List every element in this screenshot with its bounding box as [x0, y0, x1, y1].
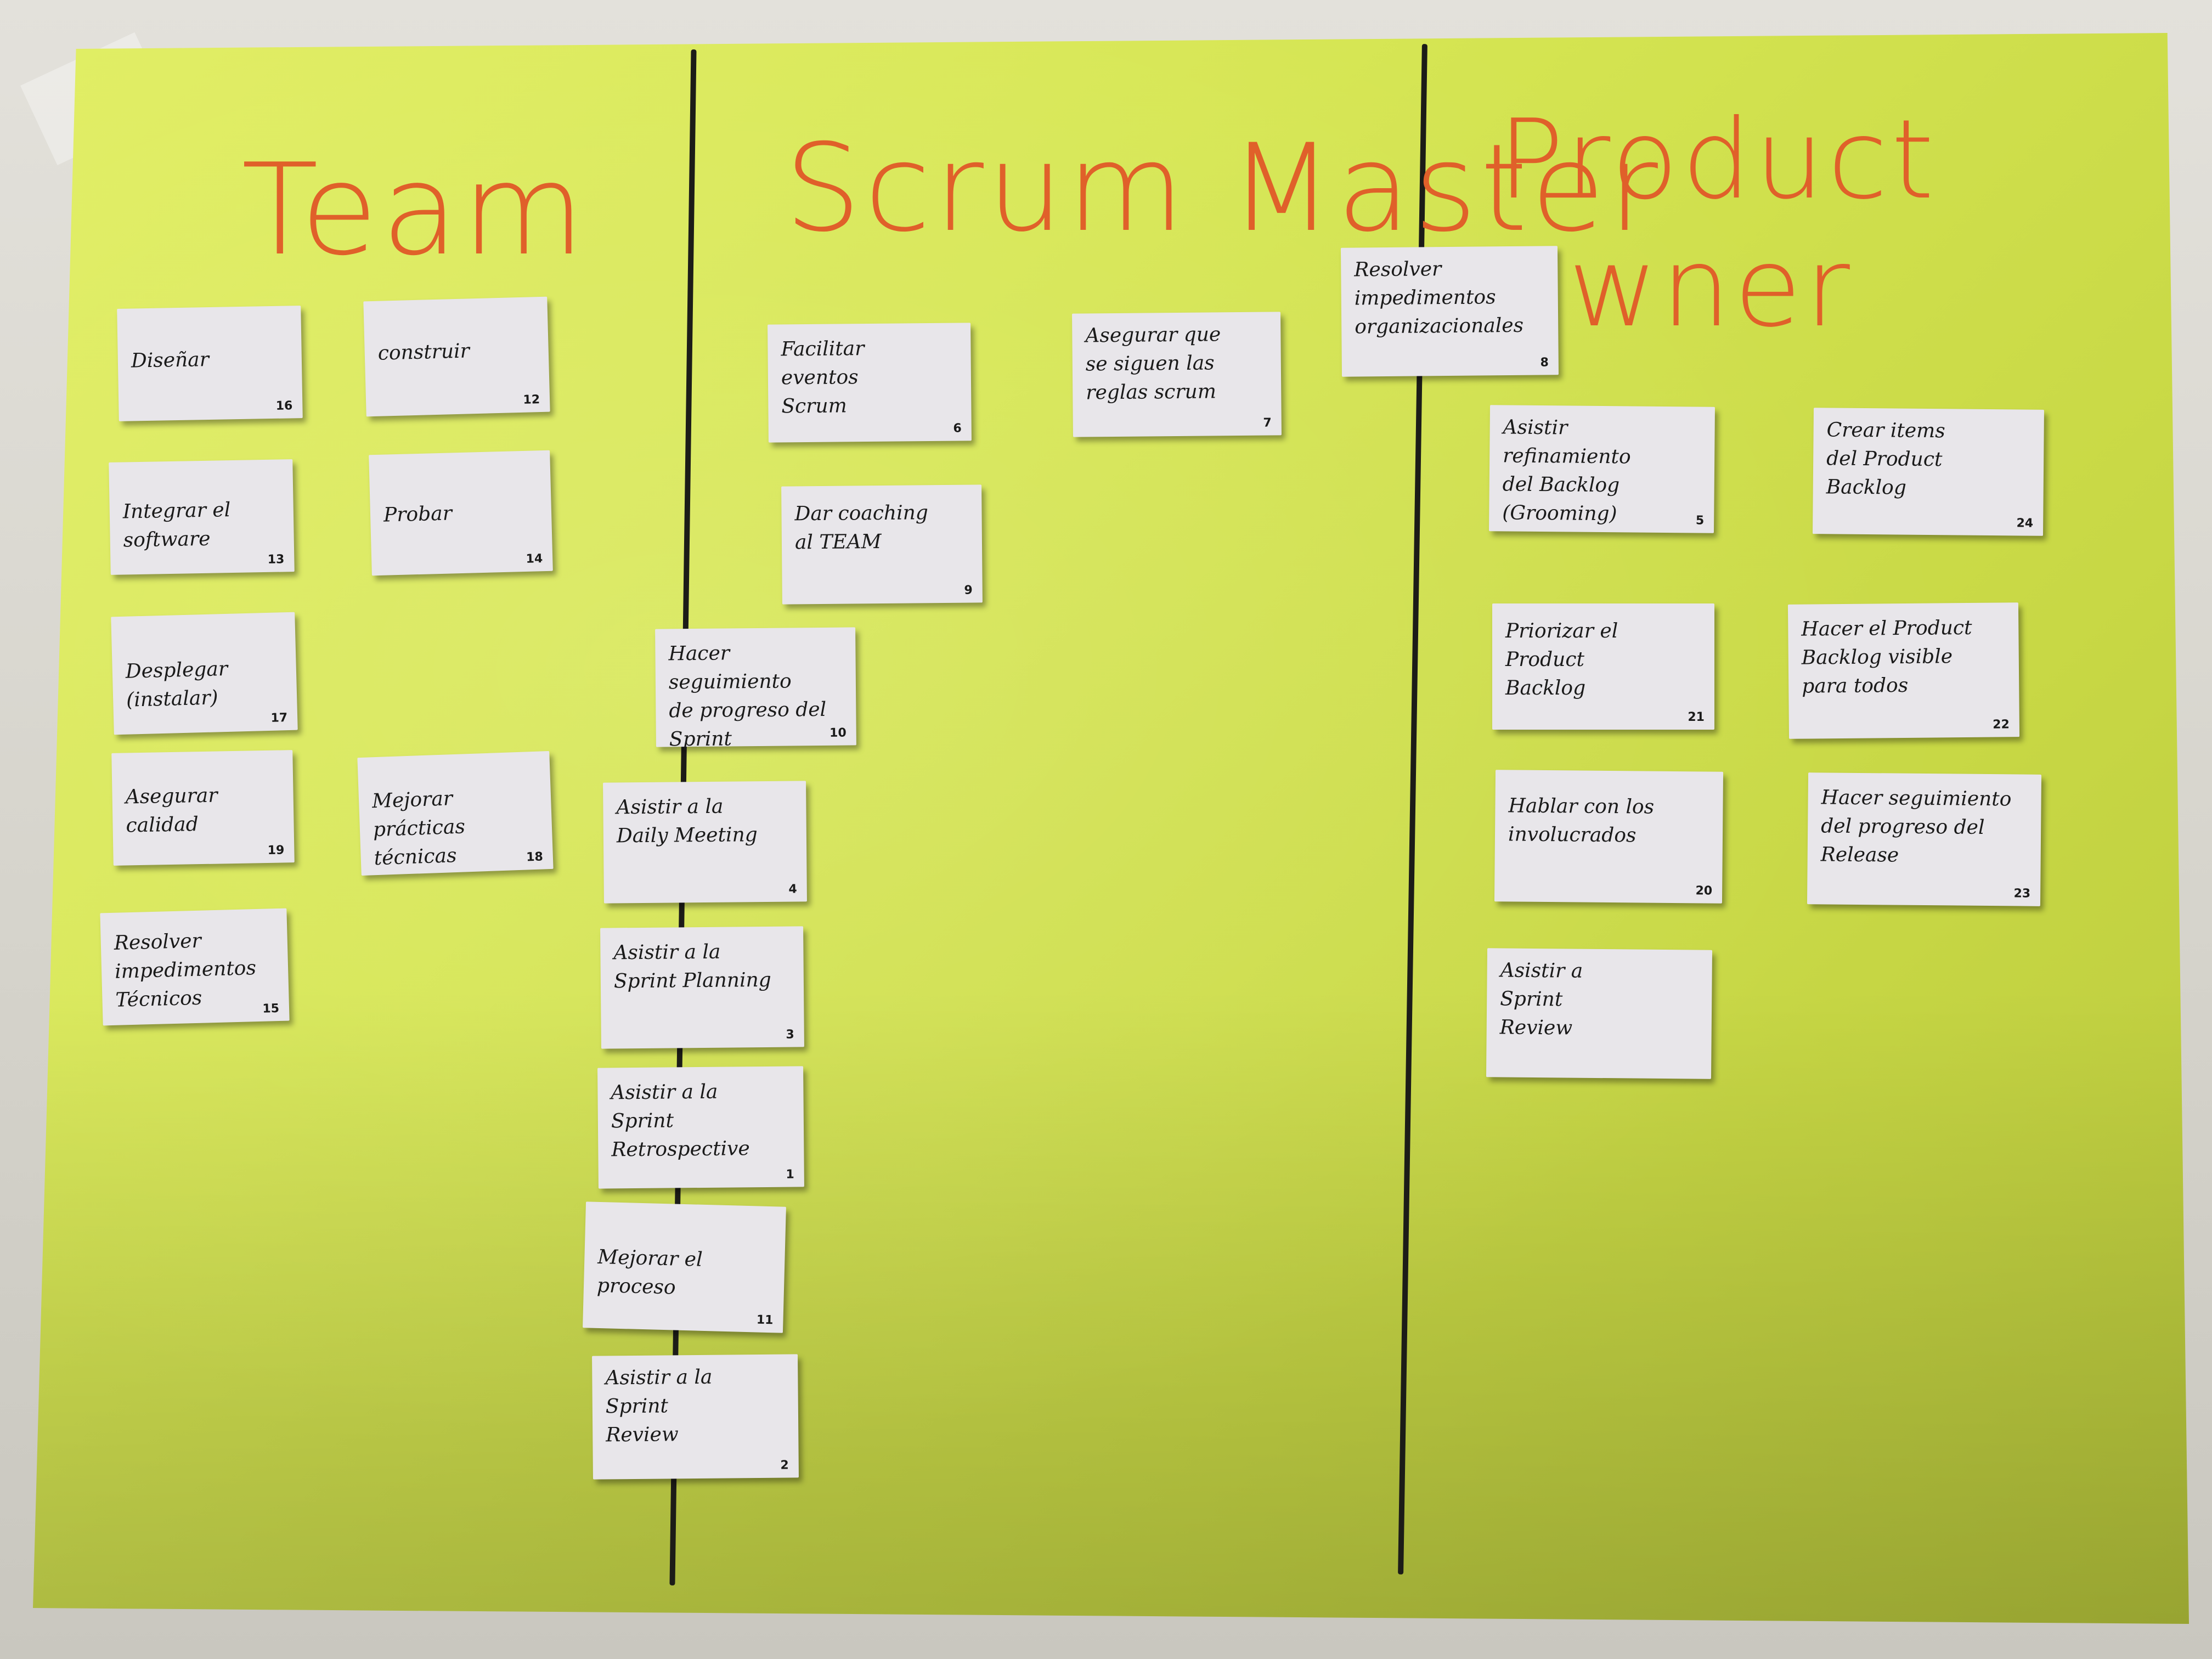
card-number: 14 [526, 552, 543, 566]
card-po-refinamiento-backlog: Asistir refinamiento del Backlog (Groomi… [1489, 405, 1715, 533]
card-team-probar: Probar 14 [369, 450, 553, 576]
card-text: Asistir a la Daily Meeting [616, 795, 758, 848]
card-text: Hablar con los involucrados [1508, 794, 1655, 847]
card-text: Asistir a la Sprint Retrospective [611, 1080, 750, 1161]
card-text: Asistir a la Sprint Review [605, 1365, 713, 1447]
card-team-mejorar-practicas: Mejorar prácticas técnicas 18 [357, 751, 554, 876]
card-text: Hacer el Product Backlog visible para to… [1801, 616, 1972, 698]
card-number: 22 [1993, 718, 2010, 732]
card-number: 9 [964, 583, 973, 597]
card-number: 4 [788, 882, 797, 896]
card-text: Asistir a Sprint Review [1499, 959, 1583, 1040]
card-number: 7 [1263, 416, 1272, 430]
card-number: 20 [1695, 884, 1713, 898]
card-number: 12 [523, 393, 540, 407]
card-team-construir: construir 12 [363, 296, 550, 417]
card-number: 8 [1540, 356, 1549, 370]
card-sm-sprint-retrospective: Asistir a la Sprint Retrospective 1 [597, 1066, 804, 1189]
card-text: Asegurar calidad [125, 784, 218, 837]
card-sm-sprint-review: Asistir a la Sprint Review 2 [592, 1354, 799, 1480]
card-number: 5 [1695, 514, 1705, 528]
card-number: 21 [1688, 710, 1705, 724]
card-number: 19 [267, 843, 285, 857]
card-po-asistir-sprint-review: Asistir a Sprint Review [1486, 948, 1713, 1079]
card-number: 2 [780, 1458, 789, 1472]
card-text: Dar coaching al TEAM [794, 501, 929, 554]
card-po-priorizar-backlog: Priorizar el Product Backlog 21 [1492, 603, 1714, 730]
card-team-resolver-impedimentos: Resolver impedimentos Técnicos 15 [100, 908, 290, 1026]
card-po-hablar-involucrados: Hablar con los involucrados 20 [1494, 770, 1724, 904]
card-text: Mejorar prácticas técnicas [371, 787, 466, 870]
card-number: 11 [756, 1313, 774, 1328]
card-text: construir [377, 340, 470, 365]
card-number: 15 [262, 1001, 280, 1016]
card-number: 18 [526, 850, 544, 865]
card-team-disenar: Diseñar 16 [117, 306, 303, 421]
card-sm-sprint-planning: Asistir a la Sprint Planning 3 [600, 926, 804, 1049]
card-text: Desplegar (instalar) [125, 657, 228, 712]
card-number: 23 [2013, 887, 2031, 901]
card-po-backlog-visible: Hacer el Product Backlog visible para to… [1787, 602, 2020, 739]
card-text: Resolver impedimentos organizacionales [1354, 258, 1524, 338]
card-number: 13 [267, 552, 285, 567]
card-text: Crear items del Product Backlog [1826, 419, 1945, 499]
column-heading-team: Team [241, 137, 588, 284]
card-number: 6 [953, 421, 962, 436]
card-number: 16 [275, 399, 293, 413]
card-text: Asistir a la Sprint Planning [613, 940, 771, 993]
card-text: Facilitar eventos Scrum [781, 337, 865, 418]
card-number: 10 [830, 726, 847, 740]
card-text: Hacer seguimiento de progreso del Sprint [668, 642, 827, 751]
card-text: Resolver impedimentos Técnicos [114, 929, 257, 1012]
card-text: Asistir refinamiento del Backlog (Groomi… [1502, 416, 1631, 526]
card-po-seguimiento-release: Hacer seguimiento del progreso del Relea… [1807, 772, 2042, 906]
card-number: 17 [270, 711, 288, 725]
card-text: Asegurar que se siguen las reglas scrum [1085, 323, 1221, 404]
card-po-crear-items: Crear items del Product Backlog 24 [1813, 408, 2044, 536]
card-text: Probar [383, 502, 453, 527]
card-sm-dar-coaching: Dar coaching al TEAM 9 [781, 484, 983, 605]
card-text: Integrar el software [122, 499, 231, 552]
card-text: Diseñar [131, 348, 210, 373]
card-team-desplegar: Desplegar (instalar) 17 [111, 612, 298, 735]
card-text: Mejorar el proceso [596, 1245, 703, 1299]
card-sm-daily-meeting: Asistir a la Daily Meeting 4 [603, 781, 807, 904]
card-team-integrar: Integrar el software 13 [109, 459, 295, 575]
card-sm-facilitar-eventos: Facilitar eventos Scrum 6 [768, 323, 972, 443]
card-sm-asegurar-reglas: Asegurar que se siguen las reglas scrum … [1072, 312, 1282, 437]
card-number: 1 [786, 1167, 794, 1182]
card-team-asegurar-calidad: Asegurar calidad 19 [111, 750, 295, 866]
column-heading-product-owner: Product owner [1498, 96, 1938, 352]
column-heading-scrum-master: Scrum Master [785, 118, 1662, 258]
card-number: 24 [2016, 516, 2034, 531]
card-sm-seguimiento-sprint: Hacer seguimiento de progreso del Sprint… [655, 627, 856, 751]
card-sm-mejorar-proceso: Mejorar el proceso 11 [583, 1201, 786, 1333]
card-po-resolver-organizacionales: Resolver impedimentos organizacionales 8 [1340, 246, 1559, 377]
card-text: Hacer seguimiento del progreso del Relea… [1820, 786, 2012, 867]
card-number: 3 [786, 1028, 794, 1042]
card-text: Priorizar el Product Backlog [1505, 620, 1618, 699]
